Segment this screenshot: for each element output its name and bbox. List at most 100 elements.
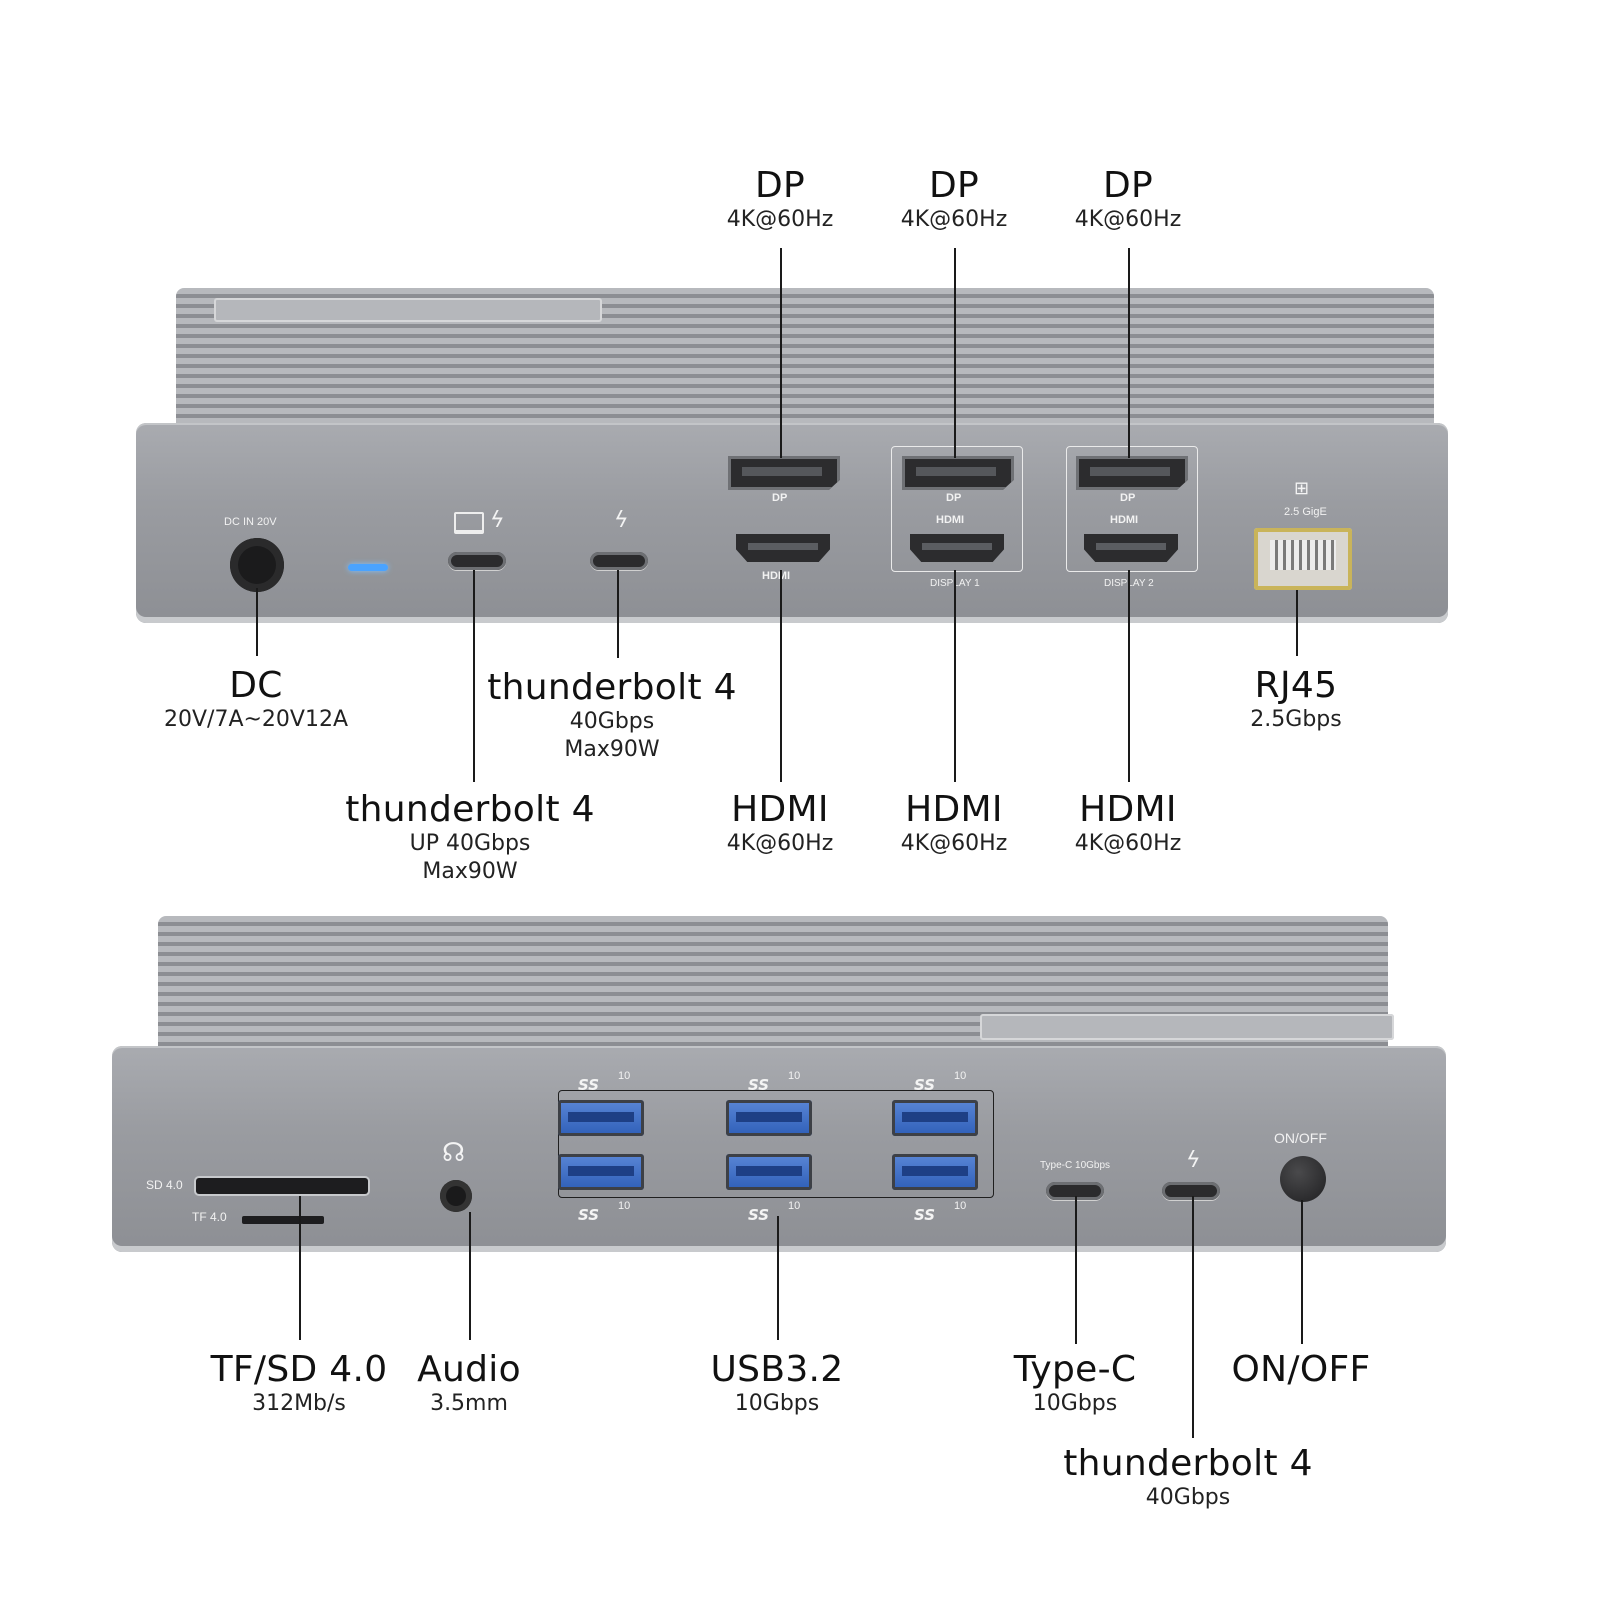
typec-spec: 10Gbps [1032,1391,1118,1416]
gige-label: 2.5 GigE [1284,506,1327,518]
leader-line [780,570,782,782]
tf-label: TF 4.0 [192,1210,227,1224]
rj45-callout: RJ45 2.5Gbps [1250,666,1341,734]
leader-line [256,588,258,656]
sd-label: SD 4.0 [146,1178,183,1192]
leader-line [469,1212,471,1340]
dc-jack[interactable] [230,538,284,592]
leader-line [1128,248,1130,458]
tb-down-callout: thunderbolt 4 40Gbps Max90W [487,668,737,764]
display2-group [1066,446,1198,572]
leader-line [1128,570,1130,782]
thunderbolt-port[interactable] [1162,1182,1220,1200]
usb-a-port[interactable] [726,1154,812,1190]
tb-up-title: thunderbolt 4 [345,789,595,830]
typec-title: Type-C [1013,1349,1137,1390]
tb-down-spec1: 40Gbps [569,709,655,734]
dp-port-1[interactable] [728,456,840,490]
usb-a-port[interactable] [892,1100,978,1136]
thunderbolt-icon: ϟ [1186,1148,1201,1173]
hdmi1-callout: HDMI 4K@60Hz [727,790,834,858]
tf-slot[interactable] [242,1216,324,1224]
dp-port-3[interactable] [1076,456,1188,490]
thunderbolt-icon: ϟ [614,508,629,533]
dp2-title: DP [928,165,980,206]
hdmi2-callout: HDMI 4K@60Hz [901,790,1008,858]
thunderbolt-upstream-port[interactable] [448,552,506,570]
tb-front-callout: thunderbolt 4 40Gbps [1063,1444,1313,1512]
dp3-title: DP [1102,165,1154,206]
thunderbolt-downstream-port[interactable] [590,552,648,570]
usb-a-port[interactable] [892,1154,978,1190]
top-slot [214,298,602,322]
leader-line [1296,590,1298,656]
hdmi-logo: HDMI [762,570,791,582]
dp2-callout: DP 4K@60Hz [901,166,1008,234]
hdmi3-callout: HDMI 4K@60Hz [1075,790,1182,858]
superspeed-icon: SS [578,1206,600,1224]
display1-group [891,446,1023,572]
usb-a-port[interactable] [558,1154,644,1190]
dp-logo: DP [946,492,962,504]
typec-small-label: Type-C 10Gbps [1040,1160,1111,1171]
leader-line [617,570,619,658]
usb-title: USB3.2 [710,1349,844,1390]
superspeed-icon: SS [578,1076,600,1094]
rj45-contacts [1270,540,1336,570]
onoff-title: ON/OFF [1231,1349,1371,1390]
ss-10-label: 10 [788,1200,801,1212]
hdmi3-spec: 4K@60Hz [1074,831,1182,856]
headphones-icon: ☊ [442,1138,466,1168]
dp1-title: DP [754,165,806,206]
dock-rear-view: DC IN 20V ϟ ϟ DP HDMI DP HDMI DISPLAY 1 … [136,288,1448,623]
superspeed-icon: SS [914,1076,936,1094]
hdmi-port-1[interactable] [736,534,830,562]
dp-logo: DP [772,492,788,504]
audio-jack[interactable] [440,1180,472,1212]
dp1-callout: DP 4K@60Hz [727,166,834,234]
onoff-small-label: ON/OFF [1274,1130,1327,1146]
dock-front-view: SD 4.0 TF 4.0 ☊ SS 10 SS 10 SS 10 SS 10 … [112,916,1446,1252]
usb-group [558,1090,994,1198]
top-slot [980,1014,1394,1040]
dp3-spec: 4K@60Hz [1074,207,1182,232]
laptop-icon [454,512,484,534]
type-c-port[interactable] [1046,1182,1104,1200]
ss-10-label: 10 [954,1200,967,1212]
superspeed-icon: SS [748,1206,770,1224]
hdmi1-spec: 4K@60Hz [726,831,834,856]
hdmi2-title: HDMI [905,789,1003,830]
leader-line [954,570,956,782]
leader-line [1075,1196,1077,1344]
power-button[interactable] [1280,1156,1326,1202]
audio-spec: 3.5mm [430,1391,508,1416]
usb-a-port[interactable] [726,1100,812,1136]
tb-front-spec: 40Gbps [1145,1485,1231,1510]
leader-line [780,248,782,458]
network-icon: ⊞ [1294,478,1310,499]
hdmi-port-2[interactable] [910,534,1004,562]
hdmi-port-3[interactable] [1084,534,1178,562]
ss-10-label: 10 [788,1070,801,1082]
leader-line [473,570,475,782]
superspeed-icon: SS [748,1076,770,1094]
hdmi1-title: HDMI [731,789,829,830]
leader-line [299,1196,301,1340]
typec-callout: Type-C 10Gbps [1014,1350,1137,1418]
hdmi-logo: HDMI [1110,514,1139,526]
sd-slot[interactable] [196,1178,368,1194]
rj45-title: RJ45 [1254,665,1338,706]
leader-line [1192,1196,1194,1438]
ss-10-label: 10 [618,1200,631,1212]
rear-panel [136,423,1448,623]
dc-spec: 20V/7A~20V12A [163,707,349,732]
tb-front-title: thunderbolt 4 [1063,1443,1313,1484]
tb-up-spec1: UP 40Gbps [409,831,531,856]
leader-line [954,248,956,458]
usb-a-port[interactable] [558,1100,644,1136]
hdmi2-spec: 4K@60Hz [900,831,1008,856]
front-panel [112,1046,1446,1252]
rj45-port[interactable] [1254,528,1352,590]
dp-port-2[interactable] [902,456,1014,490]
usb-callout: USB3.2 10Gbps [711,1350,844,1418]
